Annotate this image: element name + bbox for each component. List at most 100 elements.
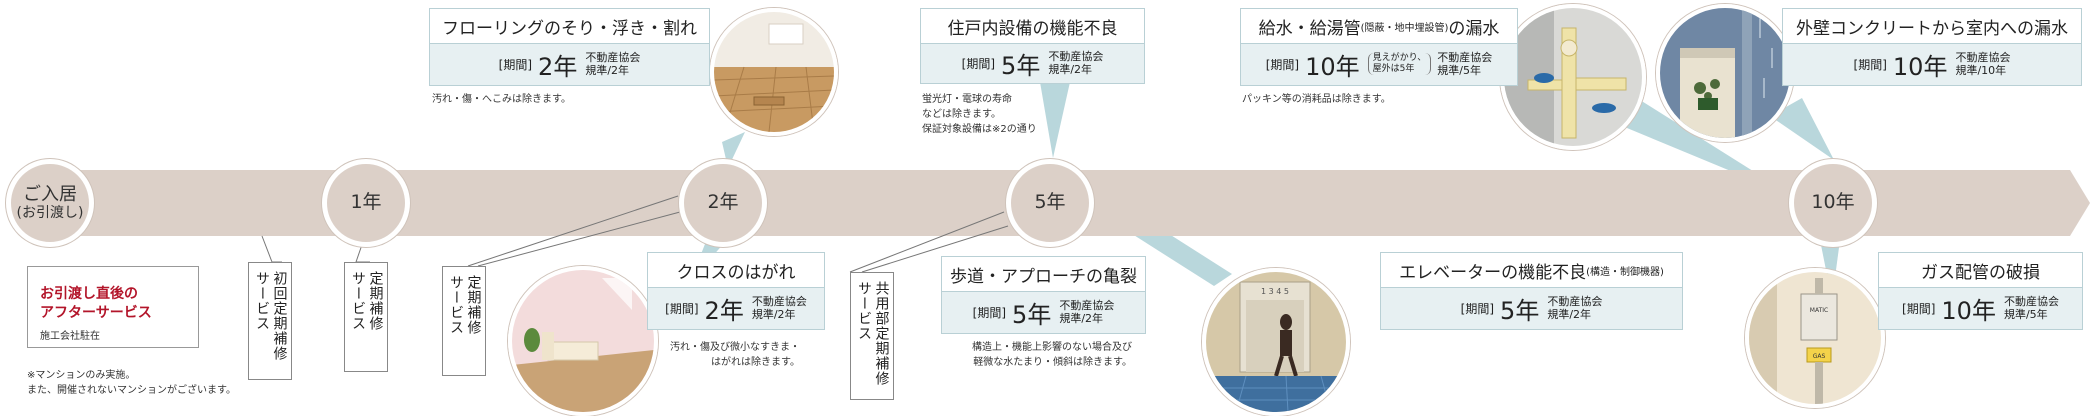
item-water-pipe-paren-line1: 見えがかり、 [1372, 53, 1427, 64]
milestone-1-year: 1年 [322, 159, 410, 247]
item-elevator-period-label: [期間] [1460, 301, 1495, 316]
after-service-note: ※マンションのみ実施。 また、開催されないマンションがございます。 [27, 368, 236, 398]
water-pipe-photo [1500, 4, 1646, 150]
label-first-periodic-service: 初回定期補修 サービス [248, 262, 292, 380]
item-equipment-note-line3: 保証対象設備は※2の通り [922, 124, 1037, 135]
item-walkway-note: 構造上・機能上影響のない場合及び 軽微な水たまり・傾斜は除きます。 [972, 340, 1132, 370]
item-elevator-title-small: (構造・制御機器) [1586, 266, 1664, 278]
item-exterior-wall: 外壁コンクリートから室内への漏水 [期間] 10年 不動産協会規準/10年 [1782, 8, 2082, 86]
item-gas-pipe: ガス配管の破損 [期間] 10年 不動産協会規準/5年 [1878, 252, 2083, 330]
elevator-floor-indicator: 1 3 4 5 [1261, 287, 1289, 296]
after-service-sub: 施工会社駐在 [40, 330, 100, 342]
item-cloth-assoc: 不動産協会 [751, 294, 807, 308]
item-gas-pipe-years: 10年 [1941, 296, 1996, 325]
item-water-pipe-note-line1: パッキン等の消耗品は除きます。 [1242, 94, 1391, 105]
label-common-area-col1: 共用部定期補修 [873, 281, 890, 386]
item-equipment-note-line1: 蛍光灯・電球の寿命 [922, 94, 1012, 105]
after-service-note-line2: また、開催されないマンションがございます。 [27, 385, 236, 396]
item-flooring-period-label: [期間] [498, 57, 533, 72]
item-elevator: エレベーターの機能不良(構造・制御機器) [期間] 5年 不動産協会規準/2年 [1380, 252, 1683, 330]
gas-meter-label: MATIC [1810, 307, 1828, 314]
item-water-pipe-title-end: の漏水 [1448, 18, 1500, 39]
item-cloth-title: クロスのはがれ [648, 253, 824, 288]
connector-periodic-2a [467, 195, 679, 267]
item-equipment-note: 蛍光灯・電球の寿命 などは除きます。 保証対象設備は※2の通り [922, 92, 1037, 137]
gas-pipe-photo: MATIC GAS [1745, 268, 1885, 408]
item-walkway-assoc: 不動産協会 [1059, 298, 1115, 312]
item-walkway-note-line2: 軽微な水たまり・傾斜は除きます。 [973, 357, 1132, 368]
item-gas-pipe-period-label: [期間] [1902, 301, 1936, 316]
label-periodic-1-col1: 定期補修 [367, 271, 384, 331]
milestone-10-year: 10年 [1789, 159, 1877, 247]
after-service-title-line1: お引渡し直後の [40, 286, 138, 302]
flooring-photo [710, 8, 838, 136]
item-elevator-years: 5年 [1500, 296, 1540, 325]
item-exterior-wall-standard: 規準/10年 [1955, 64, 2007, 77]
label-periodic-1-col2: サービス [350, 271, 366, 331]
item-flooring-years: 2年 [538, 52, 578, 81]
item-equipment-standard: 規準/2年 [1048, 63, 1093, 76]
item-cloth-note-line1: 汚れ・傷及び微小なすきま・ [670, 342, 800, 353]
item-flooring: フローリングのそり・浮き・割れ [期間] 2年 不動産協会規準/2年 [429, 8, 710, 86]
item-water-pipe-title-main: 給水・給湯管 [1258, 18, 1361, 39]
item-gas-pipe-assoc: 不動産協会 [2003, 294, 2059, 308]
label-periodic-2-col2: サービス [448, 275, 464, 335]
item-cloth-years: 2年 [704, 296, 744, 325]
connector-periodic-2b [477, 211, 681, 267]
label-first-periodic-col1: 初回定期補修 [271, 271, 288, 361]
item-equipment-period-label: [期間] [961, 56, 996, 71]
item-water-pipe-period-label: [期間] [1265, 57, 1300, 72]
item-equipment-note-line2: などは除きます。 [922, 109, 1001, 120]
connector-common-a [849, 211, 1005, 273]
elevator-photo: 1 3 4 5 [1202, 268, 1350, 416]
item-water-pipe: 給水・給湯管(隠蔽・地中埋設管)の漏水 [期間] 10年 見えがかり、屋外は5年… [1240, 8, 1518, 86]
item-flooring-standard: 規準/2年 [585, 64, 630, 77]
item-exterior-wall-period-label: [期間] [1853, 57, 1887, 72]
item-flooring-note: 汚れ・傷・へこみは除きます。 [432, 92, 571, 107]
item-equipment-years: 5年 [1001, 51, 1041, 80]
cloth-photo [508, 266, 658, 416]
connector-first-periodic [261, 235, 282, 263]
label-periodic-2-col1: 定期補修 [465, 275, 482, 335]
item-flooring-assoc: 不動産協会 [585, 50, 641, 64]
label-common-area-service: 共用部定期補修 サービス [850, 272, 894, 400]
item-walkway: 歩道・アプローチの亀裂 [期間] 5年 不動産協会規準/2年 [941, 256, 1146, 334]
label-periodic-service-1: 定期補修 サービス [344, 262, 388, 372]
after-service-note-line1: ※マンションのみ実施。 [27, 370, 136, 381]
item-water-pipe-assoc: 不動産協会 [1437, 50, 1493, 64]
item-walkway-title: 歩道・アプローチの亀裂 [942, 257, 1145, 292]
item-water-pipe-years: 10年 [1305, 52, 1360, 81]
item-cloth-note: 汚れ・傷及び微小なすきま・ はがれは除きます。 [670, 340, 800, 370]
label-periodic-service-2: 定期補修 サービス [442, 266, 486, 376]
item-water-pipe-title-small: (隠蔽・地中埋設管) [1360, 22, 1449, 34]
item-walkway-period-label: [期間] [972, 305, 1007, 320]
after-service-title-line2: アフターサービス [40, 304, 152, 321]
callout-exterior-wall [1770, 98, 1834, 160]
milestone-move-in: ご入居 (お引渡し) [6, 159, 94, 247]
item-gas-pipe-title: ガス配管の破損 [1879, 253, 2082, 288]
item-water-pipe-note: パッキン等の消耗品は除きます。 [1242, 92, 1391, 107]
item-exterior-wall-years: 10年 [1892, 52, 1948, 81]
label-first-periodic-col2: サービス [254, 271, 270, 331]
item-elevator-title-main: エレベーターの機能不良 [1399, 262, 1587, 283]
callout-equipment [1040, 82, 1070, 158]
item-gas-pipe-standard: 規準/5年 [2003, 308, 2048, 321]
milestone-2-year: 2年 [679, 159, 767, 247]
item-water-pipe-standard: 規準/5年 [1437, 64, 1481, 77]
item-water-pipe-paren-line2: 屋外は5年 [1372, 64, 1415, 74]
item-exterior-wall-title: 外壁コンクリートから室内への漏水 [1783, 9, 2081, 44]
item-walkway-years: 5年 [1012, 300, 1052, 329]
item-cloth-period-label: [期間] [665, 301, 699, 316]
item-equipment-title: 住戸内設備の機能不良 [921, 9, 1144, 44]
item-flooring-note-line1: 汚れ・傷・へこみは除きます。 [432, 94, 571, 105]
item-exterior-wall-assoc: 不動産協会 [1955, 50, 2011, 64]
milestone-move-in-line2: (お引渡し) [16, 205, 84, 222]
item-cloth-standard: 規準/2年 [751, 308, 796, 321]
item-equipment: 住戸内設備の機能不良 [期間] 5年 不動産協会規準/2年 [920, 8, 1145, 84]
label-common-area-col2: サービス [856, 281, 872, 341]
item-cloth-note-line2: はがれは除きます。 [711, 357, 800, 368]
item-elevator-assoc: 不動産協会 [1547, 294, 1603, 308]
item-cloth: クロスのはがれ [期間] 2年 不動産協会規準/2年 [647, 252, 825, 330]
milestone-5-year: 5年 [1006, 159, 1094, 247]
item-equipment-assoc: 不動産協会 [1048, 49, 1104, 63]
